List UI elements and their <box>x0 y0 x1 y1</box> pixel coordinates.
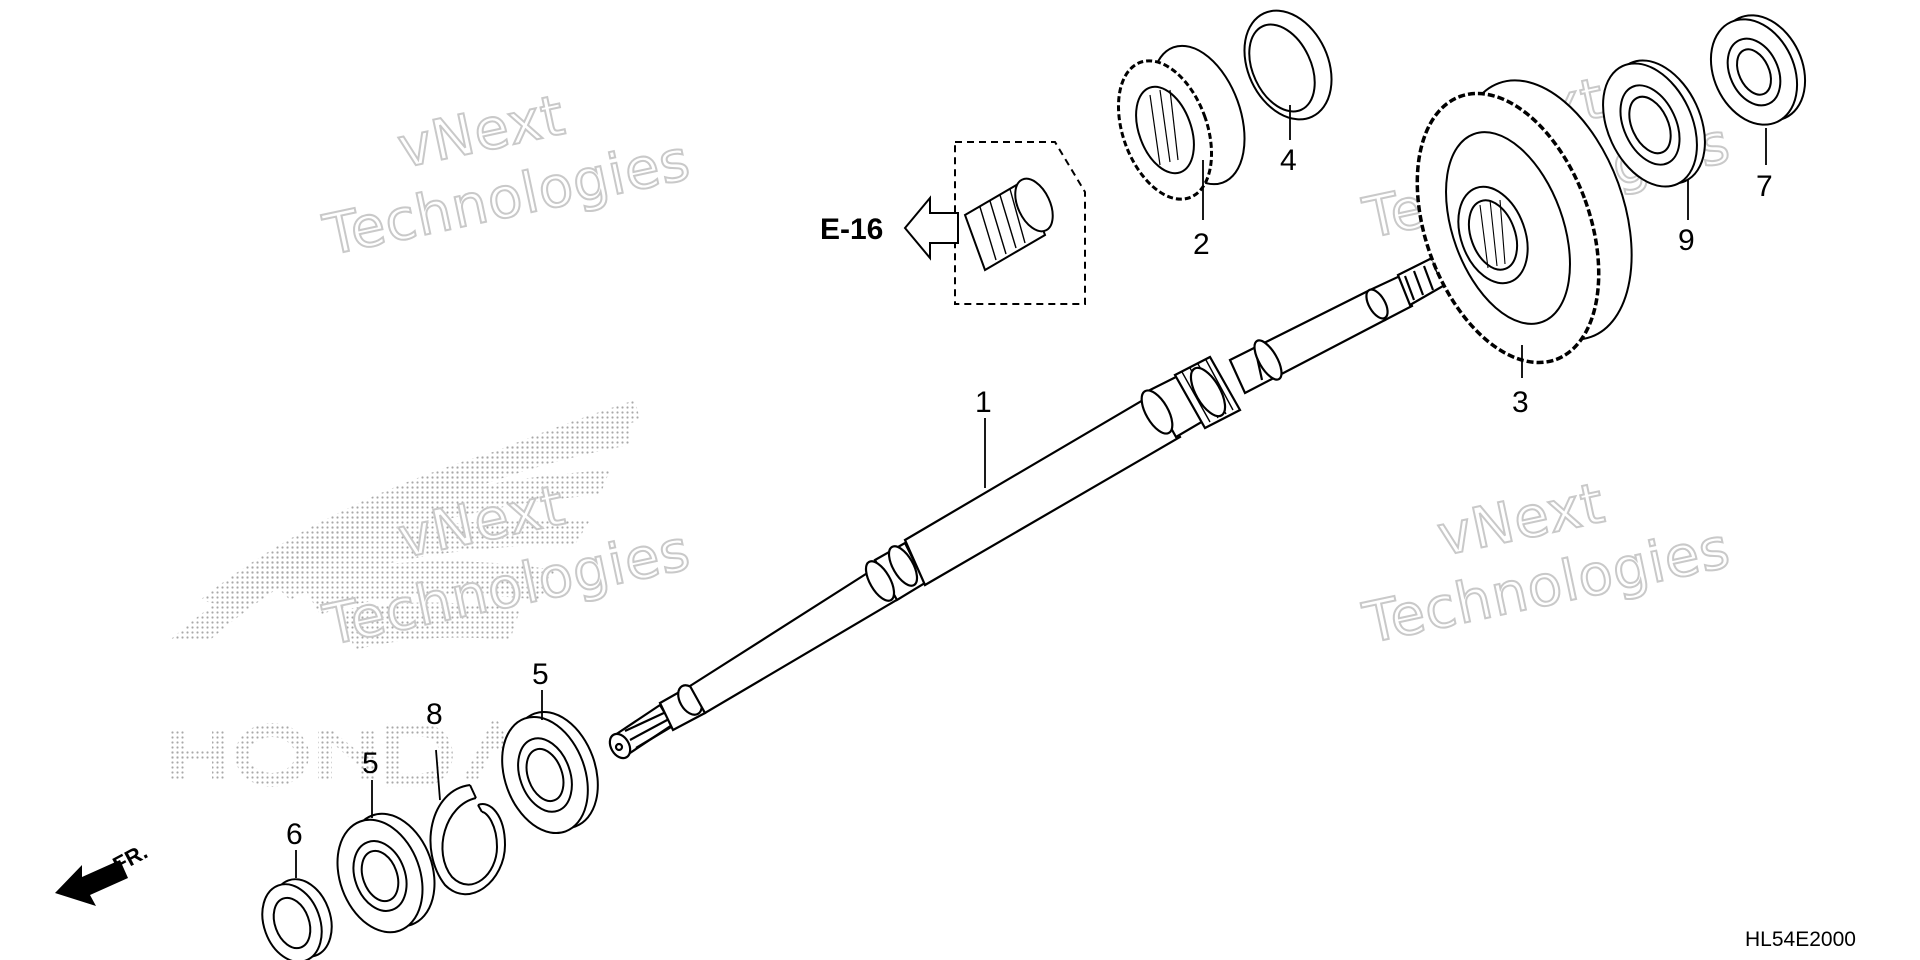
diagram-code: HL54E2000 <box>1745 928 1856 951</box>
callout-8[interactable]: 8 <box>426 698 443 731</box>
honda-logo-letters <box>170 715 526 787</box>
part-7-seal <box>1709 14 1807 126</box>
part-5-bearing-upper <box>501 710 599 835</box>
callout-9[interactable]: 9 <box>1678 224 1695 257</box>
honda-wing-logo <box>170 400 640 787</box>
callout-2[interactable]: 2 <box>1193 228 1210 261</box>
callout-1[interactable]: 1 <box>975 386 992 419</box>
callout-5-lower[interactable]: 5 <box>362 747 379 780</box>
part-4-washer <box>1243 9 1333 121</box>
front-arrow-icon <box>55 860 128 906</box>
watermark-left-top: vNext Technologies <box>317 82 697 270</box>
part-3-large-gear <box>1415 79 1633 365</box>
leader-lines <box>295 105 1767 878</box>
callout-5-upper[interactable]: 5 <box>532 658 549 691</box>
watermark-line1: vNext <box>392 473 570 572</box>
front-direction-indicator: FR. <box>55 839 152 906</box>
watermark-right-bottom: vNext Technologies <box>1357 470 1737 658</box>
detail-view-e16: E-16 <box>820 141 1086 305</box>
main-shaft <box>608 252 1454 760</box>
callout-7[interactable]: 7 <box>1756 170 1773 203</box>
callout-4[interactable]: 4 <box>1280 144 1297 177</box>
part-5-bearing-lower <box>336 812 436 934</box>
part-6-seal <box>261 878 333 960</box>
callout-3[interactable]: 3 <box>1512 386 1529 419</box>
reference-label[interactable]: E-16 <box>820 213 883 246</box>
reference-arrow-icon[interactable] <box>903 195 959 261</box>
callout-6[interactable]: 6 <box>286 818 303 851</box>
part-9-bearing <box>1602 59 1706 188</box>
part-8-circlip <box>429 784 507 896</box>
part-2-gear <box>1116 44 1246 201</box>
